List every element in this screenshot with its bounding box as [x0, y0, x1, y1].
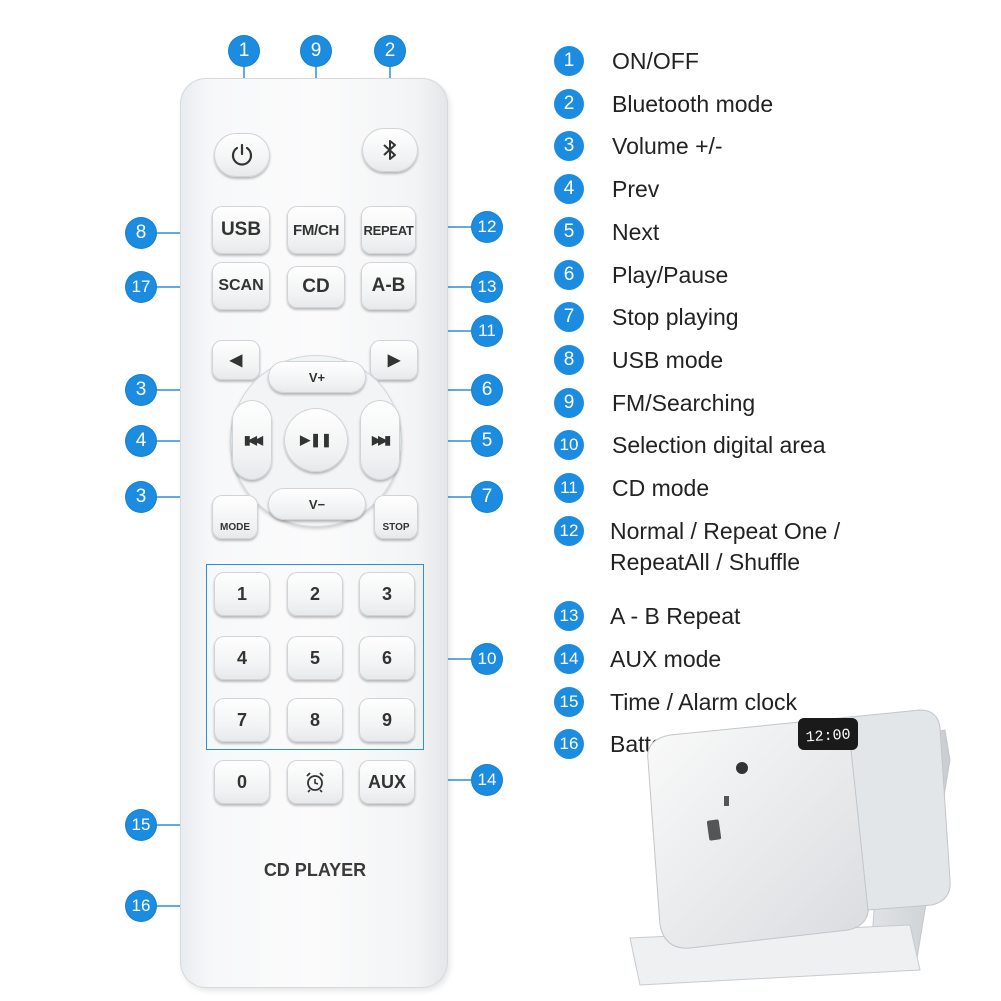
callout-13: 13	[472, 272, 502, 302]
digit-7-button[interactable]: 7	[214, 698, 270, 742]
aux-button[interactable]: AUX	[359, 760, 415, 804]
mode-button[interactable]: MODE	[212, 495, 258, 539]
legend-text: ON/OFF	[612, 48, 699, 74]
callout-15: 15	[126, 810, 156, 840]
legend-num: 2	[554, 89, 584, 119]
numpad-area	[206, 564, 424, 750]
legend-num: 8	[554, 345, 584, 375]
volume-down-button[interactable]: V−	[268, 488, 366, 520]
legend-text: A - B Repeat	[610, 603, 741, 629]
callout-6: 6	[472, 375, 502, 405]
callout-8: 8	[126, 218, 156, 248]
next-icon: ▶▶▮	[371, 433, 391, 447]
left-arrow-button[interactable]: ◀	[212, 340, 260, 380]
legend-num: 10	[554, 430, 584, 460]
callout-7: 7	[472, 482, 502, 512]
stop-button[interactable]: STOP	[374, 495, 418, 539]
callout-11: 11	[472, 316, 502, 346]
legend-num: 4	[554, 174, 584, 204]
legend-text: Next	[612, 219, 660, 245]
legend-text: Volume +/-	[612, 133, 723, 159]
prev-button[interactable]: ▮◀◀	[232, 400, 272, 480]
legend-num: 1	[554, 46, 584, 76]
digit-2-button[interactable]: 2	[287, 572, 343, 616]
legend-text: RepeatAll / Shuffle	[610, 549, 801, 575]
legend-text: AUX mode	[610, 646, 722, 672]
cd-button[interactable]: CD	[287, 266, 345, 308]
callout-12: 12	[472, 212, 502, 242]
callout-16: 16	[126, 891, 156, 921]
legend-num: 11	[554, 473, 584, 503]
prev-icon: ▮◀◀	[243, 433, 263, 447]
legend-text: FM/Searching	[612, 390, 756, 416]
legend-text: Play/Pause	[612, 262, 729, 288]
usb-button[interactable]: USB	[212, 206, 270, 254]
headphone-jack-icon	[736, 762, 748, 774]
callout-3-top: 3	[126, 375, 156, 405]
right-arrow-button[interactable]: ▶	[370, 340, 418, 380]
legend-text: Bluetooth mode	[612, 91, 774, 117]
digit-0-button[interactable]: 0	[214, 760, 270, 804]
brand-label: CD PLAYER	[263, 860, 367, 880]
legend-num: 15	[554, 687, 584, 717]
callout-9: 9	[301, 36, 331, 66]
play-pause-icon: ▶❚❚	[300, 432, 332, 447]
legend-num: 9	[554, 388, 584, 418]
power-icon	[231, 143, 253, 166]
left-arrow-icon: ◀	[229, 352, 243, 369]
legend-num: 7	[554, 302, 584, 332]
digit-9-button[interactable]: 9	[359, 698, 415, 742]
callout-14: 14	[472, 765, 502, 795]
legend-text: CD mode	[612, 475, 710, 501]
digit-4-button[interactable]: 4	[214, 636, 270, 680]
alarm-clock-icon	[306, 772, 324, 793]
bluetooth-icon	[383, 140, 396, 160]
legend-num: 16	[554, 729, 584, 759]
cd-player-device: 12:00	[629, 709, 951, 986]
power-button[interactable]	[214, 133, 270, 177]
legend-num: 6	[554, 260, 584, 290]
digit-6-button[interactable]: 6	[359, 636, 415, 680]
legend-text: Time / Alarm clock	[610, 689, 798, 715]
digit-1-button[interactable]: 1	[214, 572, 270, 616]
fmch-button[interactable]: FM/CH	[287, 206, 345, 254]
legend-text: Stop playing	[612, 304, 739, 330]
repeat-button[interactable]: REPEAT	[361, 206, 416, 254]
ab-button[interactable]: A-B	[361, 262, 416, 310]
legend-num: 13	[554, 601, 584, 631]
legend-text: USB mode	[612, 347, 724, 373]
digit-3-button[interactable]: 3	[359, 572, 415, 616]
legend-num: 5	[554, 217, 584, 247]
digit-8-button[interactable]: 8	[287, 698, 343, 742]
callout-5: 5	[472, 426, 502, 456]
next-button[interactable]: ▶▶▮	[360, 400, 400, 480]
callout-17: 17	[126, 272, 156, 302]
usb-port-icon	[706, 819, 722, 841]
legend-text: Normal / Repeat One /	[610, 518, 841, 544]
digit-5-button[interactable]: 5	[287, 636, 343, 680]
callout-1: 1	[229, 36, 259, 66]
callout-4: 4	[126, 426, 156, 456]
right-arrow-icon: ▶	[387, 352, 401, 369]
alarm-button[interactable]	[287, 760, 343, 804]
legend-num: 3	[554, 131, 584, 161]
device-display: 12:00	[805, 726, 851, 746]
volume-up-button[interactable]: V+	[268, 361, 366, 393]
scan-button[interactable]: SCAN	[212, 262, 270, 310]
play-pause-button[interactable]: ▶❚❚	[284, 408, 348, 472]
bluetooth-button[interactable]	[362, 128, 418, 172]
legend-num: 14	[554, 644, 584, 674]
legend-num: 12	[554, 516, 584, 546]
callout-3-bottom: 3	[126, 482, 156, 512]
callout-10: 10	[472, 644, 502, 674]
callout-2: 2	[375, 36, 405, 66]
legend-text: Selection digital area	[612, 432, 826, 458]
legend-text: Prev	[612, 176, 660, 202]
